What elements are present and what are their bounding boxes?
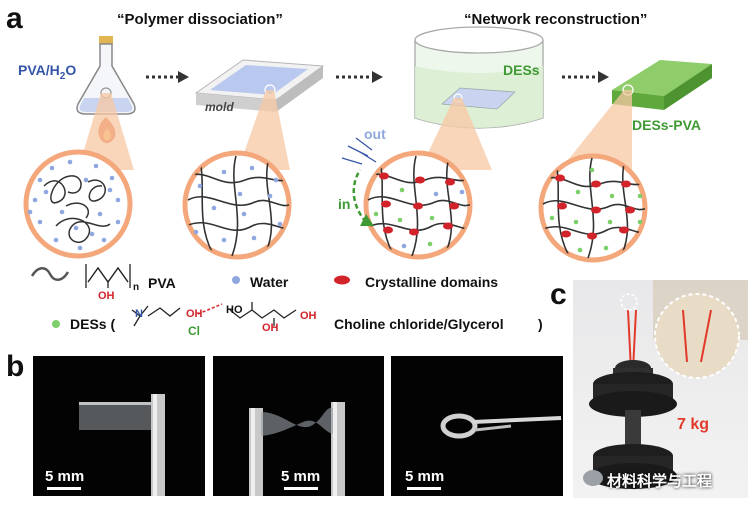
photo-knotted-film: 5 mm — [391, 356, 563, 496]
mold-label: mold — [205, 100, 234, 114]
scale-bar-1 — [47, 487, 81, 490]
scale-bar-3 — [407, 487, 441, 490]
photo-twisted-film: 5 mm — [213, 356, 384, 496]
zoom-circle-cast — [182, 150, 292, 260]
watermark-text: 材料科学与工程 — [607, 472, 713, 490]
legend-des-suffix: ) — [538, 316, 543, 332]
legend-pva: PVA — [148, 275, 176, 291]
scale-bar-label-2: 5 mm — [281, 468, 321, 485]
flow-out-label: out — [364, 126, 386, 142]
legend-chem-oh1: OH — [186, 308, 203, 320]
photo-flat-film: 5 mm — [33, 356, 205, 496]
legend-crystalline: Crystalline domains — [365, 274, 499, 290]
legend-pva-oh: OH — [98, 290, 115, 302]
scale-bar-label-3: 5 mm — [405, 468, 445, 485]
legend-chem-cl: Cl — [188, 324, 200, 338]
beaker-icon — [414, 26, 544, 129]
flask-label: PVA/H2O — [18, 62, 77, 82]
panel-label-a: a — [6, 2, 23, 35]
legend-chem-oh2: OH — [262, 322, 279, 334]
wechat-icon — [583, 470, 603, 486]
stage-title-reconstruction: “Network reconstruction” — [464, 11, 648, 28]
flow-arrows — [341, 137, 377, 226]
zoom-circle-exchange — [363, 150, 473, 260]
scale-bar-label-1: 5 mm — [45, 468, 85, 485]
legend-graphics — [30, 264, 350, 328]
weight-label: 7 kg — [677, 416, 710, 433]
panel-label-b: b — [6, 350, 25, 383]
legend-des-name: Choline chloride/Glycerol — [334, 316, 504, 332]
stage-title-dissociation: “Polymer dissociation” — [117, 11, 283, 28]
legend-pva-n: n — [133, 282, 140, 293]
legend-chem-ho: HO — [226, 304, 243, 316]
des-bath-label: DESs — [503, 62, 540, 78]
zoom-circle-final — [538, 153, 648, 263]
scale-bar-2 — [284, 487, 318, 490]
flow-in-label: in — [338, 196, 351, 212]
legend-chem-n: N — [135, 308, 143, 320]
legend-des-prefix: DESs ( — [70, 316, 116, 332]
mold-icon — [194, 59, 325, 112]
panel-label-c: c — [550, 278, 567, 311]
legend-water: Water — [250, 274, 289, 290]
final-gel-label: DESs-PVA — [632, 117, 701, 133]
zoom-circle-dissolved — [23, 149, 133, 259]
process-schematic — [23, 26, 712, 263]
legend-chem-oh3: OH — [300, 310, 317, 322]
dumbbell-icon — [589, 280, 748, 489]
photo-weight-lifting: 7 kg 材料科学与工程 — [573, 280, 748, 498]
